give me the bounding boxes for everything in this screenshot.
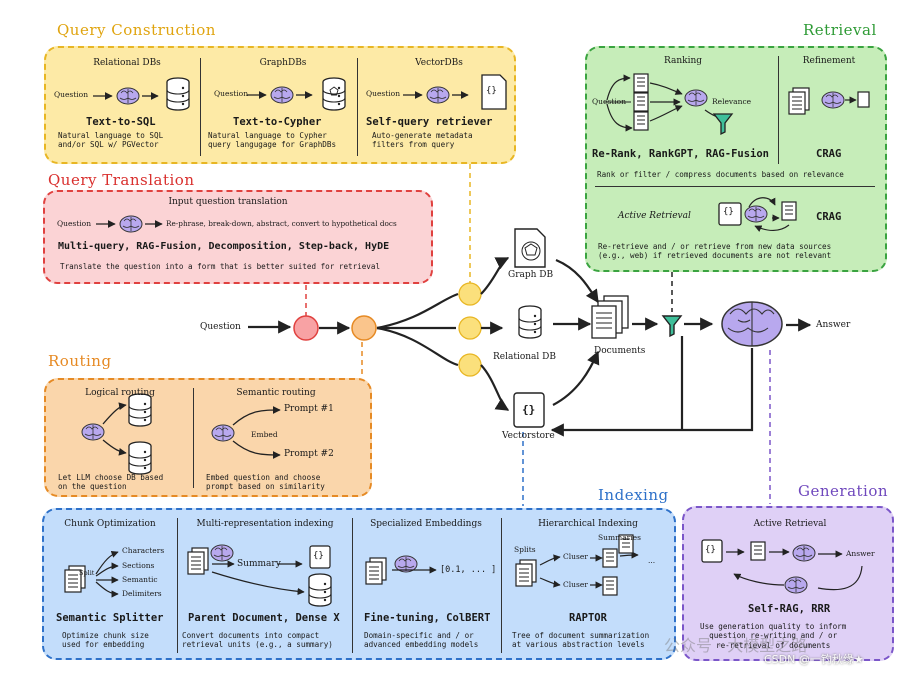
idx-hier-dots: ...	[648, 556, 656, 565]
retrieval-active-method: CRAG	[816, 211, 842, 223]
qc-divider-1	[200, 58, 201, 156]
idx-hier-summaries: Summaries	[598, 533, 641, 542]
retrieval-divider	[778, 56, 779, 164]
qc-vector-desc: Auto-generate metadata filters from quer…	[372, 131, 473, 150]
qc-relational-desc: Natural language to SQL and/or SQL w/ PG…	[58, 131, 164, 150]
flow-vector-symbol: {}	[522, 403, 536, 416]
query-translation-panel	[43, 190, 433, 284]
qt-methods: Multi-query, RAG-Fusion, Decomposition, …	[58, 241, 390, 252]
idx-embed-vector: [0.1, ... ]	[440, 565, 497, 575]
qc-vector-name: Self-query retriever	[366, 116, 493, 128]
qt-desc: Translate the question into a form that …	[60, 262, 381, 271]
qc-vector-title: VectorDBs	[415, 58, 463, 68]
idx-multi-doc-symbol: {}	[313, 551, 324, 561]
retrieval-refinement-method: CRAG	[816, 148, 842, 160]
retrieval-ranking-title: Ranking	[663, 56, 703, 66]
routing-panel	[44, 378, 372, 497]
qc-divider-2	[357, 58, 358, 156]
idx-embed-title: Specialized Embeddings	[370, 519, 482, 529]
idx-embed-name: Fine-tuning, ColBERT	[364, 612, 491, 624]
retrieval-rank-desc: Rank or filter / compress documents base…	[597, 170, 844, 179]
idx-chunk-title: Chunk Optimization	[64, 519, 156, 529]
qc-relational-title: Relational DBs	[93, 58, 161, 68]
idx-hier-desc: Tree of document summarization at variou…	[512, 631, 650, 650]
section-title-generation: Generation	[798, 482, 889, 500]
section-title-routing: Routing	[48, 352, 112, 370]
indexing-panel	[42, 508, 676, 660]
qc-vector-db-symbol: {}	[486, 86, 497, 96]
idx-hier-splits: Splits	[514, 545, 536, 554]
qc-graph-title: GraphDBs	[259, 58, 307, 68]
qc-graph-name: Text-to-Cypher	[233, 116, 322, 128]
flow-relational-db: Relational DB	[493, 352, 556, 362]
idx-multi-name: Parent Document, Dense X	[188, 612, 340, 624]
qc-vector-question: Question	[366, 89, 401, 98]
idx-hier-cluster-2: Cluser	[563, 580, 588, 589]
flow-graph-db: Graph DB	[508, 270, 554, 280]
idx-chunk-item-2: Sections	[122, 561, 155, 570]
idx-multi-desc: Convert documents into compact retrieval…	[182, 631, 333, 650]
section-title-query-construction: Query Construction	[57, 21, 216, 39]
qc-relational-question: Question	[54, 90, 89, 99]
retrieval-refinement-title: Refinement	[802, 56, 856, 66]
gen-desc: Use generation quality to inform questio…	[700, 622, 847, 650]
qc-relational-name: Text-to-SQL	[86, 116, 156, 128]
gen-doc-symbol: {}	[705, 545, 716, 555]
idx-hier-name: RAPTOR	[569, 612, 607, 624]
routing-divider	[193, 388, 194, 488]
idx-chunk-split: Split	[79, 569, 95, 577]
routing-logical-title: Logical routing	[85, 388, 155, 398]
retrieval-relevance: Relevance	[712, 97, 752, 106]
idx-multi-title: Multi-representation indexing	[196, 519, 334, 529]
gen-name: Self-RAG, RRR	[748, 603, 831, 615]
flow-question: Question	[200, 322, 241, 332]
flow-documents: Documents	[594, 346, 646, 356]
idx-divider-2	[352, 518, 353, 653]
qt-flow: Re-phrase, break-down, abstract, convert…	[166, 219, 397, 228]
qt-title: Input question translation	[168, 197, 288, 207]
flow-vectorstore: Vectorstore	[502, 431, 555, 441]
retrieval-active-desc: Re-retrieve and / or retrieve from new d…	[598, 242, 832, 261]
watermark-left: 公众号 · 大模型之路	[664, 636, 808, 655]
idx-multi-summary: Summary	[237, 559, 281, 569]
routing-prompt-2: Prompt #2	[284, 449, 334, 459]
routing-logical-desc: Let LLM choose DB based on the question	[58, 473, 164, 492]
retrieval-active-title: Active Retrieval	[618, 211, 691, 221]
routing-prompt-1: Prompt #1	[284, 404, 334, 414]
query-construction-panel	[44, 46, 516, 164]
retrieval-ranking-methods: Re-Rank, RankGPT, RAG-Fusion	[592, 148, 770, 160]
idx-divider-1	[177, 518, 178, 653]
retrieval-ranking-question: Question	[592, 97, 627, 106]
idx-chunk-item-1: Characters	[122, 546, 165, 555]
routing-semantic-desc: Embed question and choose prompt based o…	[206, 473, 325, 492]
section-title-query-translation: Query Translation	[48, 171, 195, 189]
idx-embed-desc: Domain-specific and / or advanced embedd…	[364, 631, 479, 650]
qc-graph-desc: Natural language to Cypher query languga…	[208, 131, 337, 150]
idx-chunk-desc: Optimize chunk size used for embedding	[62, 631, 149, 650]
qc-graph-question: Question	[214, 89, 249, 98]
flow-answer: Answer	[816, 320, 851, 330]
section-title-indexing: Indexing	[598, 486, 669, 504]
idx-hier-title: Hierarchical Indexing	[538, 519, 638, 529]
routing-semantic-title: Semantic routing	[236, 388, 316, 398]
idx-divider-3	[501, 518, 502, 653]
retrieval-active-doc-symbol: {}	[723, 207, 734, 217]
watermark-right: CSDN @一钓秋缘★	[764, 653, 864, 666]
qt-question: Question	[57, 219, 92, 228]
retrieval-hdivider	[595, 186, 875, 187]
gen-answer: Answer	[846, 549, 875, 558]
section-title-retrieval: Retrieval	[803, 21, 877, 39]
idx-hier-cluster-1: Cluser	[563, 552, 588, 561]
routing-embed: Embed	[251, 430, 278, 439]
gen-title: Active Retrieval	[753, 519, 827, 529]
idx-chunk-item-4: Delimiters	[122, 589, 162, 598]
idx-chunk-name: Semantic Splitter	[56, 612, 164, 624]
idx-chunk-item-3: Semantic	[122, 575, 158, 584]
